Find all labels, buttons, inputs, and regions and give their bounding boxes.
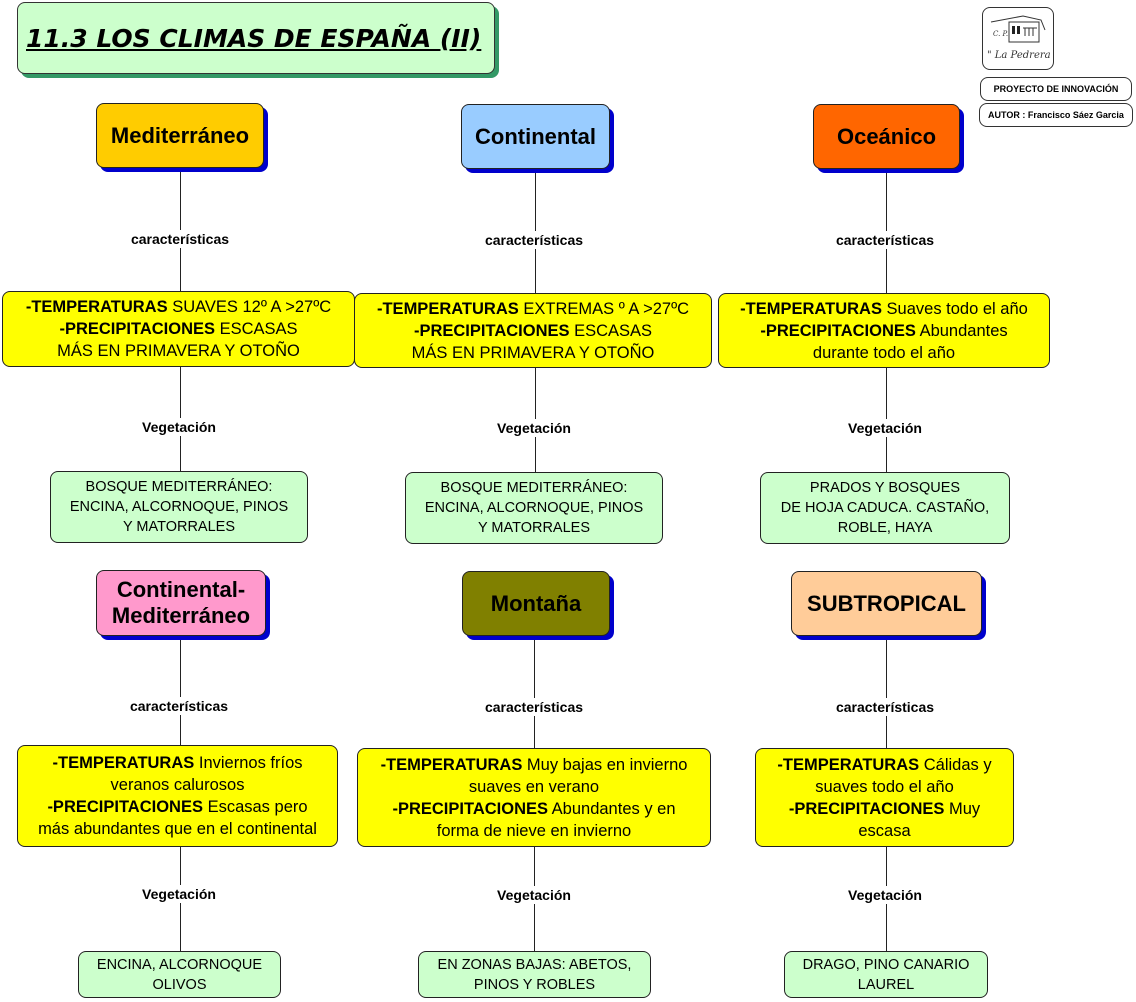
vegetation-connector-label: Vegetación [140, 885, 218, 903]
feature-line: -PRECIPITACIONES ESCASAS [59, 320, 298, 338]
vegetation-line: BOSQUE MEDITERRÁNEO: [85, 479, 273, 495]
climate-header-oceanico: Oceánico [813, 104, 960, 169]
vegetation-box-montana: EN ZONAS BAJAS: ABETOS, PINOS Y ROBLES [418, 951, 651, 998]
climate-name-line: Mediterráneo [111, 603, 251, 628]
feature-line: veranos calurosos [110, 776, 245, 794]
feature-line: -PRECIPITACIONES Abundantes y en [392, 799, 676, 818]
feature-line: -PRECIPITACIONES Escasas pero [47, 798, 308, 816]
feature-line: forma de nieve en invierno [436, 821, 632, 840]
connector-line [180, 636, 181, 745]
climate-name: Mediterráneo [110, 122, 250, 148]
vegetation-line: BOSQUE MEDITERRÁNEO: [440, 480, 628, 496]
feature-line: -TEMPERATURAS Muy bajas en invierno [380, 755, 688, 774]
vegetation-line: LAUREL [857, 976, 915, 993]
climate-header-continental-mediterraneo: Continental- Mediterráneo [96, 570, 266, 636]
vegetation-line: Y MATORRALES [122, 519, 235, 535]
climate-name: Continental [475, 123, 596, 149]
feature-line: -PRECIPITACIONES Muy [788, 799, 981, 818]
vegetation-line: ENCINA, ALCORNOQUE, PINOS [69, 499, 289, 515]
features-connector-label: características [833, 231, 937, 249]
features-connector-label: características [127, 697, 231, 715]
school-logo: C. P. " La Pedrera " [982, 7, 1058, 70]
connector-line [534, 636, 535, 748]
vegetation-line: OLIVOS [152, 976, 207, 993]
vegetation-line: ROBLE, HAYA [837, 520, 933, 536]
vegetation-line: Y MATORRALES [477, 520, 590, 536]
vegetation-line: DE HOJA CADUCA. CASTAÑO, [780, 500, 990, 516]
climate-header-subtropical: SUBTROPICAL [791, 571, 982, 636]
feature-line: MÁS EN PRIMAVERA Y OTOÑO [57, 342, 300, 360]
features-box-montana: -TEMPERATURAS Muy bajas en invierno suav… [357, 748, 711, 847]
vegetation-connector-label: Vegetación [495, 419, 573, 437]
vegetation-connector-label: Vegetación [846, 419, 924, 437]
climate-header-mediterraneo: Mediterráneo [96, 103, 264, 168]
logo-initials: C. P. [993, 30, 1008, 38]
vegetation-box-oceanico: PRADOS Y BOSQUES DE HOJA CADUCA. CASTAÑO… [760, 472, 1010, 544]
vegetation-box-subtropical: DRAGO, PINO CANARIO LAUREL [784, 951, 988, 998]
feature-line: más abundantes que en el continental [38, 820, 317, 838]
features-connector-label: características [482, 231, 586, 249]
vegetation-line: EN ZONAS BAJAS: ABETOS, [437, 956, 632, 973]
title-box: 11.3 LOS CLIMAS DE ESPAÑA (II) [17, 2, 495, 74]
feature-line: suaves todo el año [815, 777, 954, 796]
school-building-icon: C. P. " La Pedrera " [987, 15, 1058, 61]
climate-name-line: Continental- [116, 577, 246, 602]
vegetation-line: ENCINA, ALCORNOQUE, PINOS [424, 500, 644, 516]
features-connector-label: características [833, 698, 937, 716]
vegetation-line: PRADOS Y BOSQUES [809, 480, 961, 496]
feature-line: suaves en verano [468, 777, 600, 796]
vegetation-box-continental-mediterraneo: ENCINA, ALCORNOQUE OLIVOS [78, 951, 281, 998]
feature-line: durante todo el año [812, 343, 956, 362]
features-box-continental: -TEMPERATURAS EXTREMAS º A >27ºC -PRECIP… [354, 293, 712, 368]
vegetation-line: PINOS Y ROBLES [473, 976, 596, 993]
feature-line: -PRECIPITACIONES ESCASAS [413, 321, 653, 340]
feature-line: -TEMPERATURAS SUAVES 12º A >27ºC [25, 298, 332, 316]
features-connector-label: características [482, 698, 586, 716]
author-label: AUTOR : Francisco Sáez Garcia [979, 103, 1133, 127]
feature-line: escasa [858, 821, 911, 840]
climate-header-continental: Continental [461, 104, 610, 169]
vegetation-connector-label: Vegetación [846, 886, 924, 904]
climate-name: Oceánico [836, 123, 937, 149]
feature-line: -TEMPERATURAS EXTREMAS º A >27ºC [376, 299, 690, 318]
feature-line: -TEMPERATURAS Cálidas y [777, 755, 992, 774]
climate-header-montana: Montaña [462, 571, 610, 636]
features-box-subtropical: -TEMPERATURAS Cálidas y suaves todo el a… [755, 748, 1014, 847]
features-box-mediterraneo: -TEMPERATURAS SUAVES 12º A >27ºC -PRECIP… [2, 291, 355, 367]
feature-line: -PRECIPITACIONES Abundantes [760, 321, 1008, 340]
climate-name: Montaña [490, 590, 582, 616]
logo-name: " La Pedrera " [987, 50, 1053, 61]
page-title: 11.3 LOS CLIMAS DE ESPAÑA (II) [26, 23, 482, 53]
vegetation-connector-label: Vegetación [140, 418, 218, 436]
vegetation-line: DRAGO, PINO CANARIO [802, 956, 970, 973]
feature-line: -TEMPERATURAS Inviernos fríos [52, 754, 303, 772]
feature-line: MÁS EN PRIMAVERA Y OTOÑO [411, 343, 655, 362]
vegetation-line: ENCINA, ALCORNOQUE [96, 956, 263, 973]
features-box-oceanico: -TEMPERATURAS Suaves todo el año -PRECIP… [718, 293, 1050, 368]
project-label: PROYECTO DE INNOVACIÓN [980, 77, 1132, 101]
vegetation-box-mediterraneo: BOSQUE MEDITERRÁNEO: ENCINA, ALCORNOQUE,… [50, 471, 308, 543]
vegetation-connector-label: Vegetación [495, 886, 573, 904]
vegetation-box-continental: BOSQUE MEDITERRÁNEO: ENCINA, ALCORNOQUE,… [405, 472, 663, 544]
climate-name: SUBTROPICAL [807, 590, 966, 616]
features-box-continental-mediterraneo: -TEMPERATURAS Inviernos fríos veranos ca… [17, 745, 338, 847]
features-connector-label: características [128, 230, 232, 248]
feature-line: -TEMPERATURAS Suaves todo el año [740, 299, 1028, 318]
connector-line [886, 636, 887, 748]
